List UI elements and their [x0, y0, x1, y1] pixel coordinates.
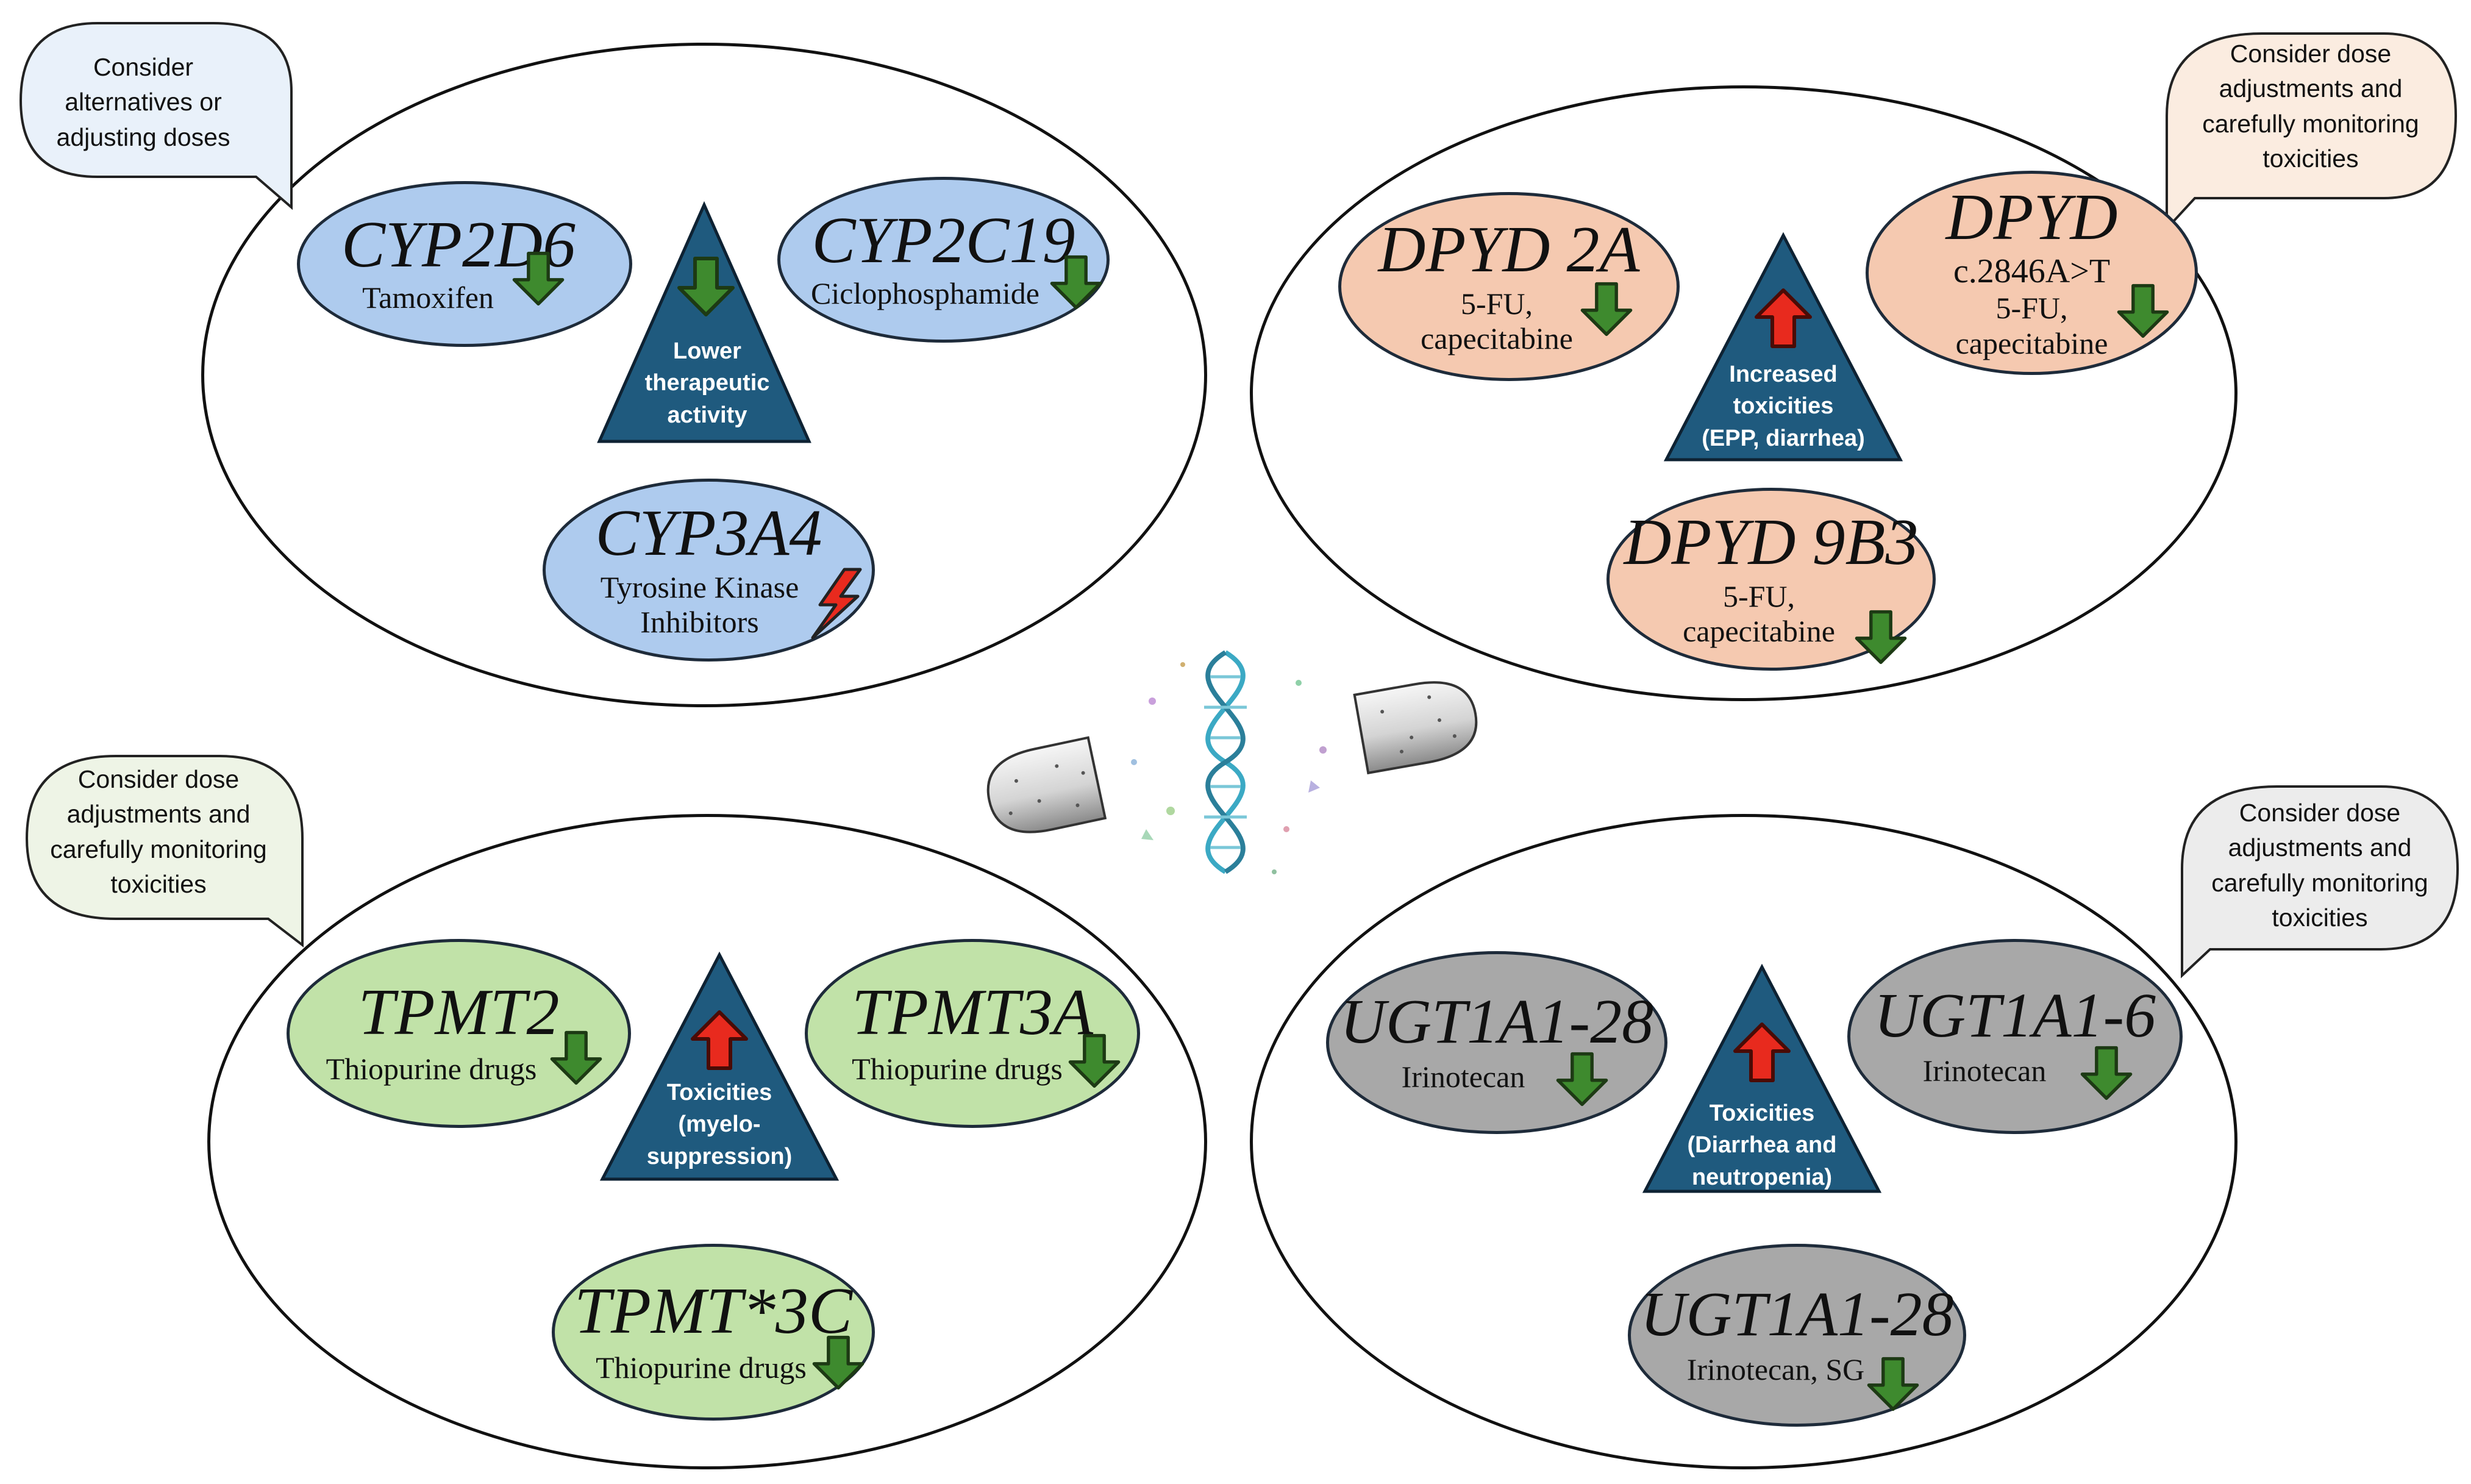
- gene-name: DPYD 9B3: [1624, 505, 1919, 579]
- speech-bubble-cyp: [19, 22, 293, 210]
- drug-label: 5-FU, capecitabine: [1683, 579, 1835, 649]
- drug-label: Irinotecan: [1922, 1054, 2047, 1088]
- gene-name: TPMT2: [358, 976, 560, 1049]
- gene-name: TPMT*3C: [574, 1275, 853, 1348]
- down-arrow-icon: [549, 1030, 604, 1085]
- drug-label: 5-FU, capecitabine: [1421, 286, 1573, 356]
- capsule-dna-illustration: [986, 650, 1478, 874]
- speech-bubble-tpmt: [25, 755, 304, 948]
- gene-ugt1a1-6: UGT1A1-6 Irinotecan: [1847, 939, 2183, 1134]
- down-arrow-icon: [1555, 1052, 1610, 1107]
- up-arrow-icon: [689, 1007, 750, 1073]
- drug-label: Ciclophosphamide: [811, 276, 1039, 311]
- drug-label: Tyrosine Kinase Inhibitors: [600, 569, 799, 640]
- down-arrow-icon: [1067, 1033, 1122, 1088]
- gene-name: DPYD 2A: [1378, 213, 1640, 286]
- down-arrow-icon: [1866, 1357, 1920, 1411]
- triangle-lower-activity: [597, 201, 811, 443]
- triangle-label: Lower therapeutic activity: [644, 338, 770, 428]
- gene-name: CYP3A4: [595, 496, 822, 569]
- up-arrow-icon: [1731, 1019, 1792, 1085]
- drug-label: Irinotecan: [1401, 1060, 1525, 1094]
- down-arrow-icon: [1049, 255, 1104, 310]
- drug-label: c.2846A>T 5-FU, capecitabine: [1953, 252, 2111, 360]
- gene-cyp2c19: CYP2C19 Ciclophosphamide: [777, 177, 1110, 343]
- gene-name: CYP2C19: [811, 204, 1075, 277]
- gene-ugt1a1-28-sg: UGT1A1-28 Irinotecan, SG: [1628, 1244, 1966, 1427]
- down-arrow-icon: [811, 1335, 866, 1390]
- triangle-label: Toxicities (myelo- suppression): [646, 1080, 793, 1169]
- down-arrow-icon: [1853, 610, 1908, 665]
- gene-tpmt3a: TPMT3A Thiopurine drugs: [805, 939, 1140, 1128]
- gene-name: UGT1A1-6: [1874, 980, 2156, 1051]
- speech-bubble-ugt: [2181, 785, 2459, 979]
- drug-label: Irinotecan, SG: [1686, 1352, 1865, 1387]
- drug-label: Thiopurine drugs: [326, 1052, 537, 1086]
- gene-dpyd-9b3: DPYD 9B3 5-FU, capecitabine: [1606, 488, 1936, 671]
- gene-ugt1a1-28: UGT1A1-28 Irinotecan: [1326, 951, 1667, 1134]
- gene-dpyd-2a: DPYD 2A 5-FU, capecitabine: [1338, 192, 1680, 381]
- triangle-label: Toxicities (Diarrhea and neutropenia): [1687, 1101, 1837, 1190]
- gene-dpyd-c2846: DPYD c.2846A>T 5-FU, capecitabine: [1866, 171, 2198, 375]
- bubble-text-cyp: Consider alternatives or adjusting doses: [56, 53, 230, 151]
- down-arrow-icon: [1579, 282, 1634, 337]
- gene-name: DPYD: [1945, 180, 2118, 254]
- triangle-label: Increased toxicities (EPP, diarrhea): [1702, 362, 1865, 451]
- gene-name: UGT1A1-28: [1339, 986, 1654, 1057]
- drug-label: Tamoxifen: [362, 280, 494, 315]
- gene-name: UGT1A1-28: [1640, 1279, 1954, 1350]
- bubble-text-ugt: Consider dose adjustments and carefully …: [2211, 799, 2428, 932]
- gene-cyp2d6: CYP2D6 Tamoxifen: [297, 181, 632, 347]
- lightning-bolt-icon: [811, 568, 862, 640]
- down-arrow-icon: [676, 256, 736, 317]
- down-arrow-icon: [2116, 284, 2170, 338]
- bubble-text-tpmt: Consider dose adjustments and carefully …: [50, 765, 267, 899]
- down-arrow-icon: [2079, 1046, 2134, 1101]
- gene-tpmt-3c: TPMT*3C Thiopurine drugs: [552, 1244, 875, 1421]
- up-arrow-icon: [1753, 285, 1814, 351]
- bubble-text-dpyd: Consider dose adjustments and carefully …: [2202, 40, 2419, 173]
- speech-bubble-dpyd: [2166, 32, 2458, 232]
- gene-name: TPMT3A: [851, 976, 1094, 1049]
- drug-label: Thiopurine drugs: [596, 1350, 807, 1385]
- down-arrow-icon: [511, 251, 566, 306]
- drug-label: Thiopurine drugs: [852, 1052, 1063, 1086]
